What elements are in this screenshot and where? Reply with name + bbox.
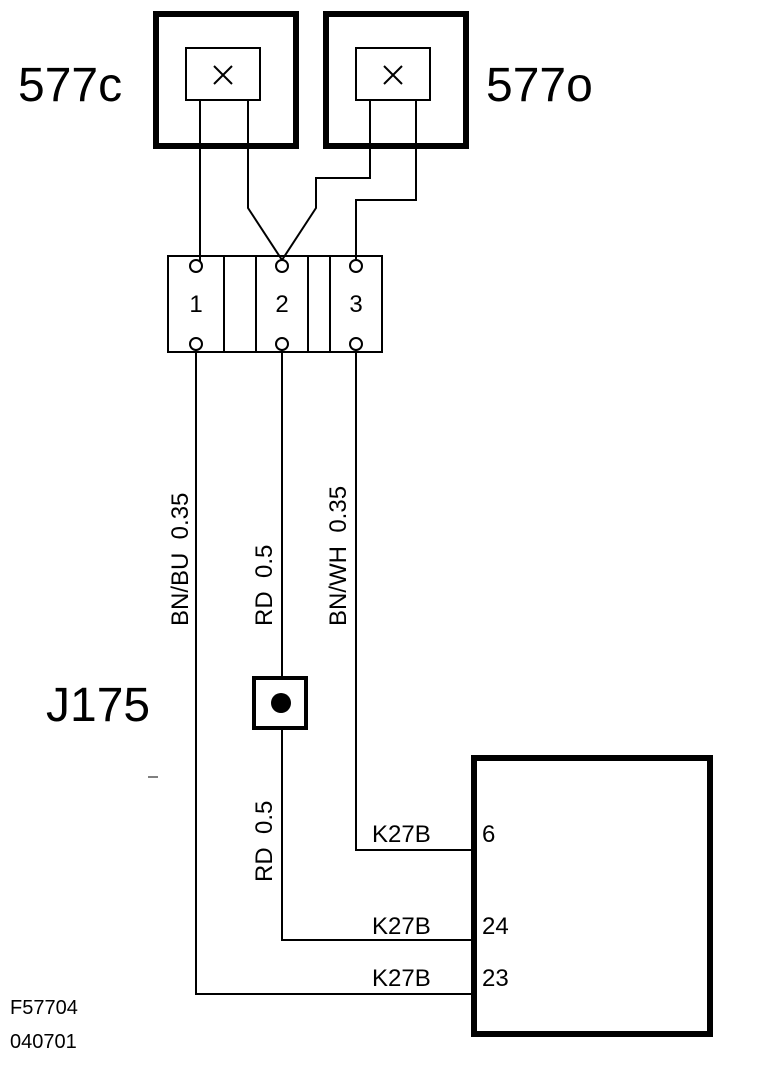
pin1-bottom-terminal — [189, 337, 203, 351]
junction-dot — [271, 693, 291, 713]
wire-label-rd-upper: RD 0.5 — [251, 545, 278, 626]
pin3-bottom-terminal — [349, 337, 363, 351]
connector-block: 1 2 3 — [167, 255, 383, 353]
module-box — [471, 755, 713, 1037]
connector-pin-3: 3 — [349, 291, 362, 318]
pin2-bottom-terminal — [275, 337, 289, 351]
wire-pin1-to-module-23 — [195, 350, 474, 995]
switch-577o-x-icon — [383, 65, 403, 85]
wire-label-bn-bu: BN/BU 0.35 — [167, 493, 194, 626]
switch-577c-label: 577c — [18, 59, 122, 112]
switch-577o — [323, 11, 469, 149]
module-conn-label-23: K27B — [372, 965, 431, 992]
wire-label-rd-lower: RD 0.5 — [251, 801, 278, 882]
junction-label: J175 — [46, 679, 150, 732]
connector-pin-2: 2 — [275, 291, 288, 318]
pin1-top-terminal — [189, 259, 203, 273]
harness-wiring — [195, 350, 474, 995]
switch-577c-x-icon — [213, 65, 233, 85]
wire-577o-to-pin2 — [281, 100, 371, 261]
figure-id: F57704 — [10, 997, 78, 1019]
switch-577o-contact — [355, 47, 431, 101]
module-conn-label-6: K27B — [372, 821, 431, 848]
wire-label-bn-wh: BN/WH 0.35 — [325, 486, 352, 626]
switch-577c — [153, 11, 299, 149]
pin2-top-terminal — [275, 259, 289, 273]
switch-577o-label: 577o — [486, 59, 593, 112]
module-pin-23: 23 — [482, 965, 509, 992]
wire-577o-to-pin3 — [355, 100, 417, 260]
date-code: 040701 — [10, 1031, 77, 1053]
connector-body — [167, 255, 383, 353]
wire-577c-to-pin2 — [247, 100, 283, 261]
junction-j175 — [252, 676, 308, 730]
switch-577c-housing — [153, 11, 299, 149]
module-conn-label-24: K27B — [372, 913, 431, 940]
switch-577o-housing — [323, 11, 469, 149]
switch-577c-contact — [185, 47, 261, 101]
module-pin-6: 6 — [482, 821, 495, 848]
switch-wiring — [199, 100, 417, 262]
module-pin-24: 24 — [482, 913, 509, 940]
pin3-top-terminal — [349, 259, 363, 273]
wire-pin3-to-module-6 — [355, 350, 474, 851]
wire-j175-to-module-24 — [281, 728, 474, 941]
connector-pin-1: 1 — [189, 291, 202, 318]
